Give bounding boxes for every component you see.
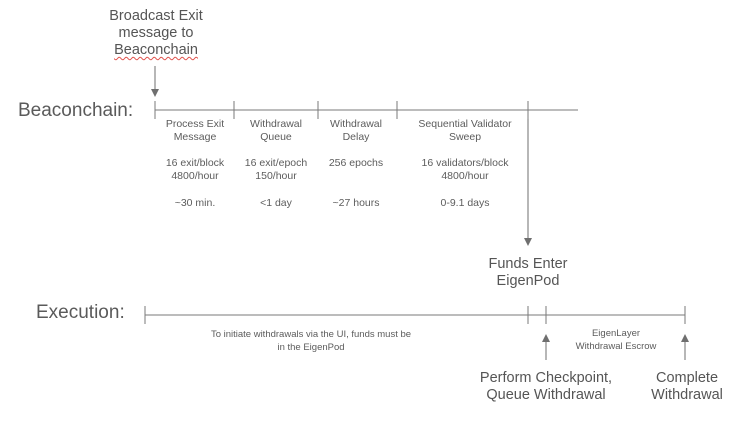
funds-enter-line-2: EigenPod: [496, 273, 560, 289]
stage-title-line-2: Delay: [342, 131, 370, 143]
stage-time: ~27 hours: [332, 197, 380, 209]
stage-title-line-2: Message: [173, 131, 217, 143]
stage-rate-line-1: 256 epochs: [328, 157, 384, 169]
stage-rate-line-2: 150/hour: [255, 170, 297, 182]
broadcast-line-1: Broadcast Exit: [109, 8, 203, 24]
stage-withdrawal-queue: Withdrawal Queue 16 exit/epoch 150/hour …: [232, 118, 320, 210]
stage-time: <1 day: [260, 197, 292, 209]
escrow-line-2: Withdrawal Escrow: [575, 341, 657, 352]
checkpoint-line-1: Perform Checkpoint,: [479, 370, 613, 386]
stage-rate-line-2: 4800/hour: [441, 170, 489, 182]
execution-note-line-2: in the EigenPod: [277, 342, 345, 353]
withdrawal-escrow-label: EigenLayer Withdrawal Escrow: [556, 327, 676, 353]
execution-label: Execution:: [36, 302, 125, 323]
stage-title-line-2: Sweep: [448, 131, 482, 143]
stage-rate-line-2: 4800/hour: [171, 170, 219, 182]
stage-time: 0-9.1 days: [440, 197, 490, 209]
stage-process-exit: Process Exit Message 16 exit/block 4800/…: [150, 118, 240, 210]
stage-withdrawal-delay: Withdrawal Delay 256 epochs ~27 hours: [313, 118, 399, 210]
broadcast-line-2: message to: [118, 25, 194, 41]
execution-note-line-1: To initiate withdrawals via the UI, fund…: [210, 329, 412, 340]
stage-title-line-2: Queue: [260, 131, 292, 143]
complete-line-2: Withdrawal: [651, 387, 723, 403]
broadcast-line-3: Beaconchain: [114, 42, 198, 58]
complete-withdrawal-label: Complete Withdrawal: [640, 370, 734, 404]
broadcast-exit-label: Broadcast Exit message to Beaconchain: [96, 8, 216, 59]
execution-note: To initiate withdrawals via the UI, fund…: [180, 328, 442, 354]
beaconchain-label: Beaconchain:: [18, 100, 134, 121]
stage-rate-line-1: 16 exit/epoch: [244, 157, 308, 169]
checkpoint-line-2: Queue Withdrawal: [486, 387, 606, 403]
funds-enter-label: Funds Enter EigenPod: [468, 256, 588, 290]
stage-rate-line-1: 16 validators/block: [421, 157, 509, 169]
stage-rate-line-1: 16 exit/block: [165, 157, 225, 169]
stage-title-line-1: Withdrawal: [250, 118, 302, 130]
stage-title-line-1: Withdrawal: [330, 118, 382, 130]
stage-sequential-sweep: Sequential Validator Sweep 16 validators…: [405, 118, 525, 210]
escrow-line-1: EigenLayer: [591, 328, 641, 339]
funds-enter-line-1: Funds Enter: [488, 256, 568, 272]
stage-title-line-1: Sequential Validator: [418, 118, 512, 130]
stage-title-line-1: Process Exit: [165, 118, 225, 130]
checkpoint-label: Perform Checkpoint, Queue Withdrawal: [470, 370, 622, 404]
complete-line-1: Complete: [655, 370, 719, 386]
stage-time: ~30 min.: [174, 197, 216, 209]
